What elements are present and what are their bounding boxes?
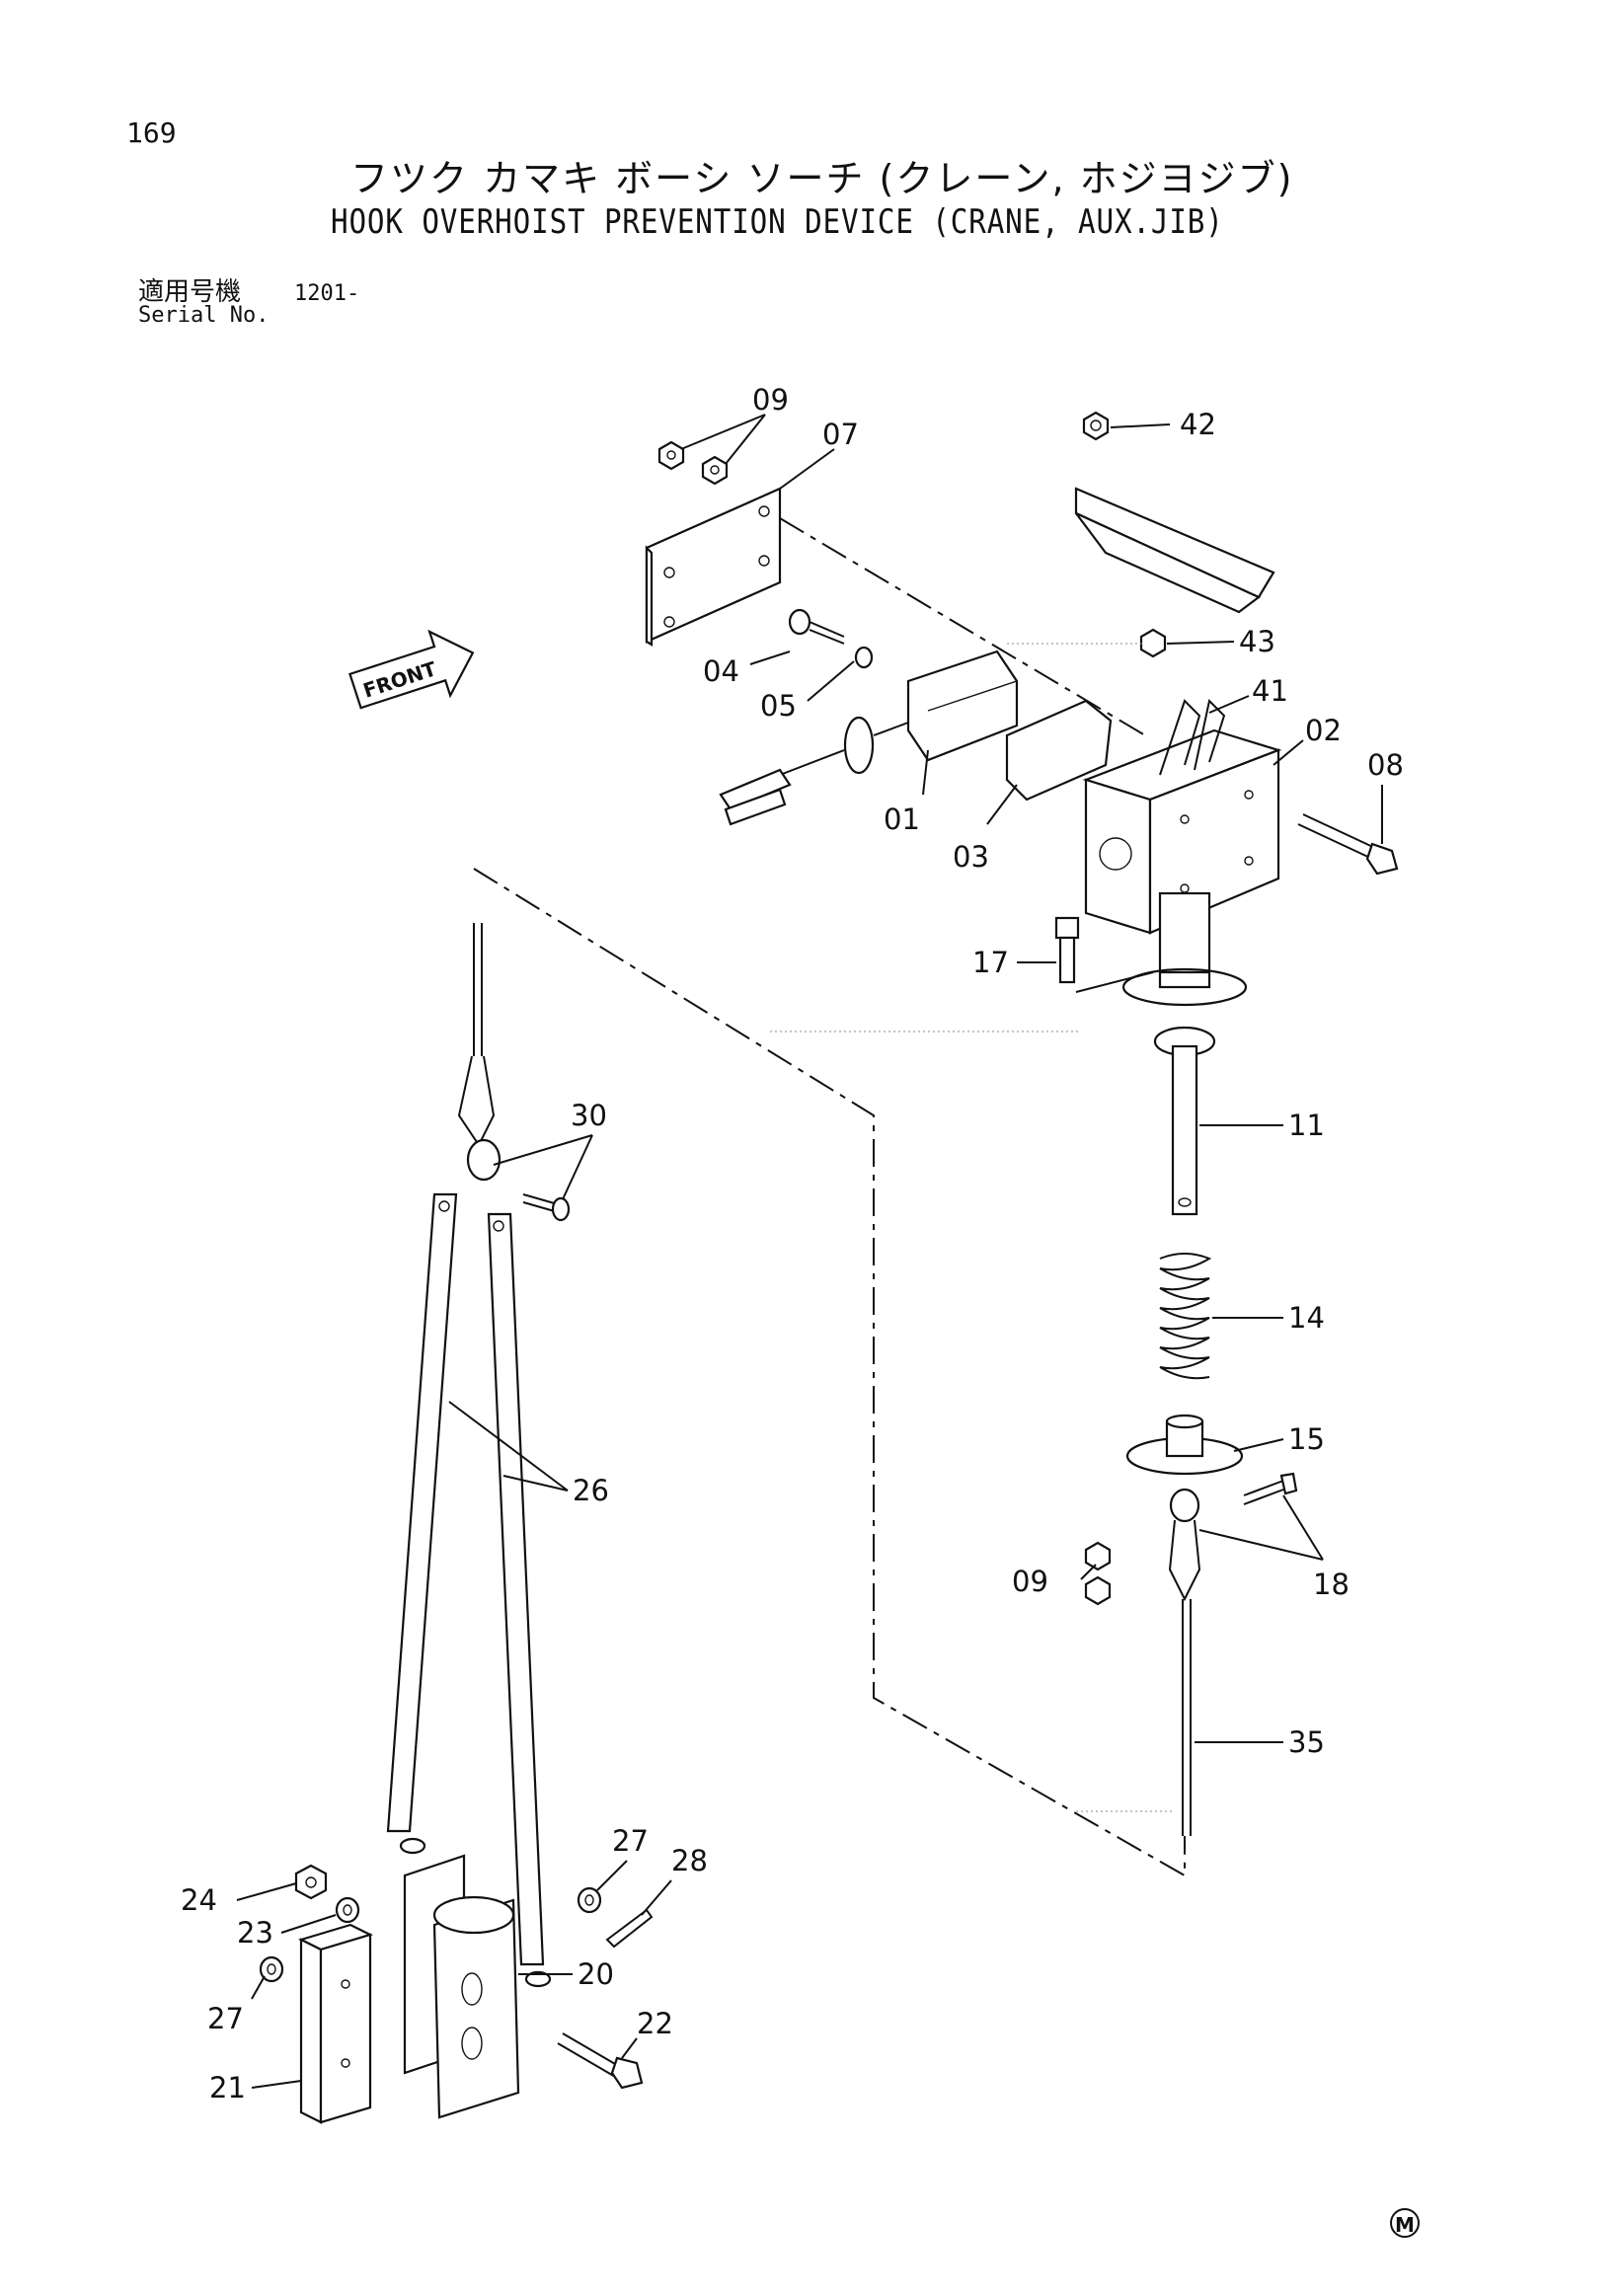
part-14-spring (1159, 1253, 1212, 1380)
callout-24: 24 (181, 1883, 217, 1917)
part-08-bolt (1297, 813, 1399, 876)
callout-22: 22 (637, 2007, 673, 2040)
callout-17: 17 (972, 946, 1009, 979)
callout-35: 35 (1288, 1725, 1325, 1759)
callout-43: 43 (1239, 625, 1275, 658)
callout-14: 14 (1288, 1301, 1325, 1335)
page-title-english: HOOK OVERHOIST PREVENTION DEVICE (CRANE,… (331, 202, 1224, 242)
callout-23: 23 (237, 1916, 273, 1950)
assembly-route-line-top (779, 517, 1146, 736)
callout-leader-lines (236, 414, 1383, 2089)
front-arrow-icon: FRONT (348, 629, 475, 710)
callout-18: 18 (1313, 1568, 1350, 1601)
part-04-screw (788, 608, 845, 645)
part-23-washer (335, 1896, 360, 1924)
part-left-wire-rope (457, 923, 496, 1147)
part-09-nuts-lower (1084, 1541, 1112, 1606)
callout-27-right: 27 (612, 1824, 649, 1858)
callout-41: 41 (1252, 674, 1288, 708)
serial-label-english: Serial No. (138, 303, 270, 328)
manufacturer-mark-icon: M (1390, 2208, 1420, 2238)
part-18-shackle-bolt (1168, 1472, 1298, 1602)
part-21-weight-block (298, 1923, 373, 2124)
part-27-washer-right (577, 1886, 602, 1914)
callout-21: 21 (209, 2071, 246, 2105)
part-02-bracket-box (1082, 698, 1282, 935)
part-35-wire-rope (1182, 1599, 1192, 1836)
part-05-washer (854, 646, 874, 669)
callout-labels: 09 07 42 43 04 05 41 02 08 01 03 17 30 1… (181, 383, 1404, 2105)
callout-03: 03 (953, 840, 989, 874)
part-27-washer-left (259, 1955, 284, 1983)
callout-20: 20 (578, 1957, 614, 1991)
callout-04: 04 (703, 654, 739, 688)
callout-09-lower: 09 (1012, 1565, 1048, 1598)
part-42-angle-bracket (1074, 411, 1275, 658)
part-09-nuts-top (657, 440, 729, 486)
part-26-links (386, 1192, 552, 1988)
page-number: 169 (126, 116, 177, 149)
callout-01: 01 (884, 803, 920, 836)
callout-28: 28 (671, 1844, 708, 1877)
callout-05: 05 (760, 689, 797, 723)
page-title-japanese: フツク カマキ ボーシ ソーチ (クレーン, ホジヨジブ) (350, 157, 1294, 200)
part-30-shackle (466, 1138, 571, 1222)
callout-42: 42 (1180, 408, 1216, 441)
part-17-bolt (1054, 916, 1080, 984)
serial-number-value: 1201- (294, 281, 360, 306)
callout-27-left: 27 (207, 2002, 244, 2035)
part-07-plate (645, 487, 782, 647)
part-15-spring-seat (1125, 1414, 1244, 1476)
callout-15: 15 (1288, 1422, 1325, 1456)
callout-09-top: 09 (752, 383, 789, 417)
callout-30: 30 (571, 1099, 607, 1132)
callout-08: 08 (1367, 748, 1404, 782)
part-01-limit-switch (719, 650, 1019, 826)
callout-11: 11 (1288, 1109, 1325, 1142)
part-11-pin (1153, 1026, 1216, 1216)
callout-02: 02 (1305, 714, 1342, 747)
manufacturer-mark-letter: M (1395, 2213, 1415, 2237)
part-flange-tube (1121, 891, 1248, 1007)
callout-26: 26 (573, 1474, 609, 1507)
callout-07: 07 (822, 418, 859, 451)
part-24-nut (294, 1864, 328, 1900)
assembly-route-line (473, 868, 1186, 1877)
part-22-bolt (557, 2032, 644, 2090)
serial-label-japanese: 適用号機 (138, 277, 242, 307)
part-28-cotter-pin (605, 1908, 654, 1949)
part-20-clamp-block (403, 1854, 520, 2119)
